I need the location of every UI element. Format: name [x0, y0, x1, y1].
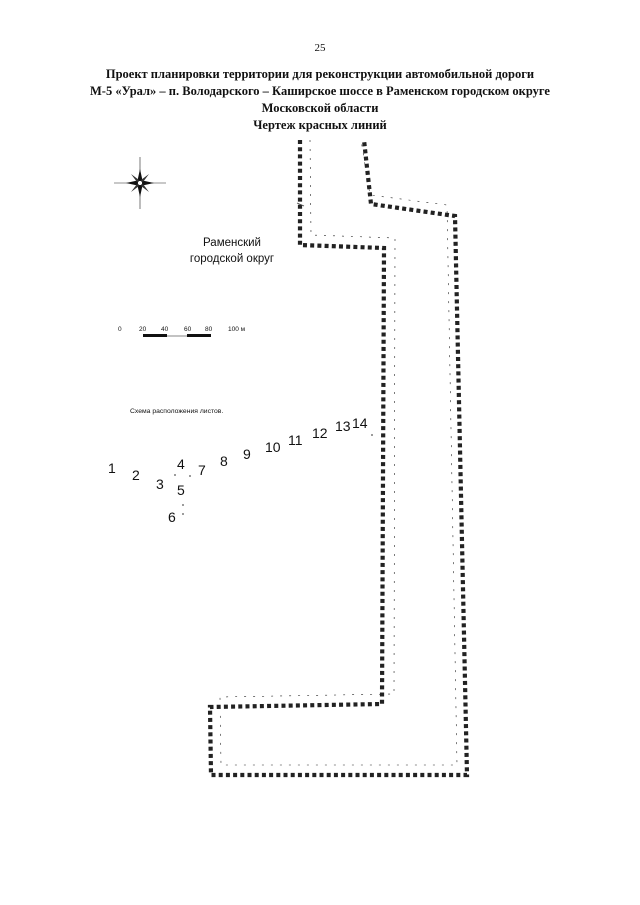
sheet-number: 1 — [108, 460, 116, 476]
sheet-number: 5 — [177, 482, 185, 498]
scale-label-80: 80 — [205, 326, 213, 333]
document-title: Проект планировки территории для реконст… — [0, 66, 640, 134]
scale-label-100: 100 м — [228, 326, 246, 333]
scale-bar: 0 20 40 60 80 100 м — [118, 326, 246, 337]
sheet-number: 12 — [312, 425, 328, 441]
sheet-numbers: 1 2 3 4 5 6 7 8 9 10 11 12 13 14 — [108, 415, 368, 525]
sheet-number: 8 — [220, 453, 228, 469]
sheet-number: 2 — [132, 467, 140, 483]
sheet-scheme-label: Схема расположения листов. — [130, 408, 223, 415]
title-line-1: Проект планировки территории для реконст… — [105, 67, 535, 81]
scale-label-0: 0 — [118, 326, 122, 333]
title-line-3: Московской области — [261, 101, 379, 115]
sheet-number: 3 — [156, 476, 164, 492]
scale-label-20: 20 — [139, 326, 147, 333]
sheet-dots — [174, 434, 373, 515]
sheet-number: 14 — [352, 415, 368, 431]
sheet-number: 9 — [243, 446, 251, 462]
scale-label-60: 60 — [184, 326, 192, 333]
sheet-number: 4 — [177, 456, 185, 472]
sheet-number: 13 — [335, 418, 351, 434]
scale-label-40: 40 — [161, 326, 169, 333]
region-label-line-1: Раменский — [203, 237, 261, 249]
sheet-number: 6 — [168, 509, 176, 525]
sheet-number: 10 — [265, 439, 281, 455]
red-lines-boundary — [207, 139, 470, 778]
boundary-tick — [296, 202, 305, 207]
title-line-2: М-5 «Урал» – п. Володарского – Каширское… — [90, 84, 550, 98]
page-number: 25 — [314, 42, 326, 54]
sheet-number: 11 — [288, 432, 303, 448]
compass-rose-icon — [114, 157, 166, 209]
title-line-4: Чертеж красных линий — [253, 118, 387, 132]
sheet-number: 7 — [198, 462, 206, 478]
region-label-line-2: городской округ — [190, 253, 274, 265]
